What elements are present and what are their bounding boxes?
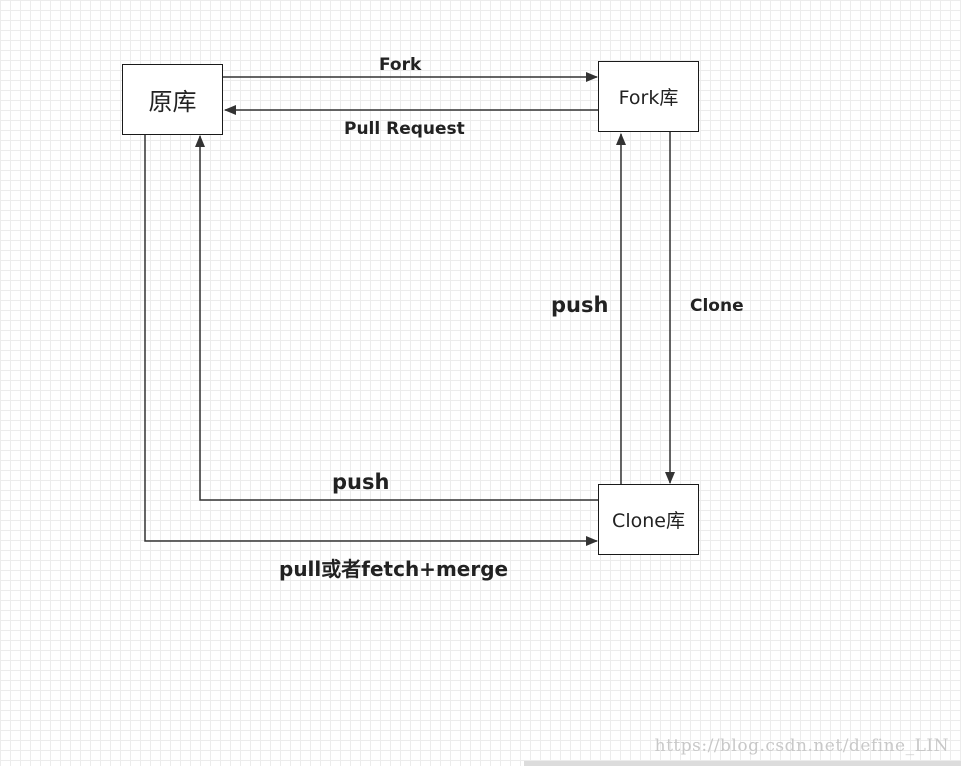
push-to-origin-arrow [195, 135, 598, 501]
fork-repo-label: Fork库 [618, 87, 679, 109]
clone-repo-label: Clone库 [612, 510, 685, 532]
push-to-origin-edge-label: push [332, 470, 390, 494]
pull-request-edge-label: Pull Request [344, 119, 465, 139]
origin-repo-node: 原库 [122, 64, 223, 135]
clone-edge-label: Clone [690, 296, 744, 316]
pull-merge-arrow [144, 135, 598, 546]
fork-edge-label: Fork [379, 55, 422, 75]
bottom-edge-strip [524, 761, 961, 766]
watermark-url: https://blog.csdn.net/define_LIN [654, 736, 949, 756]
push-to-fork-edge-label: push [551, 293, 609, 317]
clone-repo-node: Clone库 [598, 484, 699, 555]
pull-merge-edge-label: pull或者fetch+merge [279, 557, 509, 581]
origin-repo-label: 原库 [148, 88, 197, 116]
fork-repo-node: Fork库 [598, 61, 699, 132]
